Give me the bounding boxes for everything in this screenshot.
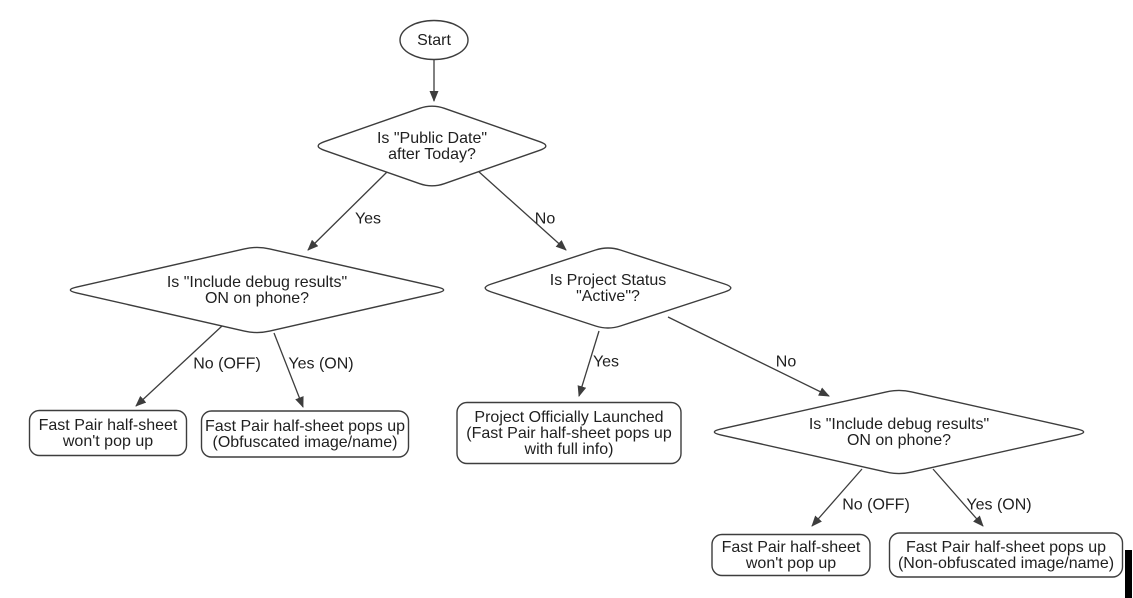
node-label-line: Fast Pair half-sheet pops up: [906, 539, 1106, 556]
node-label-line: (Obfuscated image/name): [213, 434, 398, 451]
edge-line-public-date-yes: [307, 169, 390, 251]
node-label-line: Is Project Status: [550, 272, 667, 289]
edge-label-debug-right-no: No (OFF): [842, 497, 910, 514]
node-shape-result-non-obfuscated: [888, 532, 1124, 578]
node-q-public-date: Is "Public Date"after Today?: [317, 105, 547, 187]
node-label-line: Is "Include debug results": [167, 274, 347, 291]
node-label-q-project-status: Is Project Status"Active"?: [550, 272, 667, 305]
node-shape-q-debug-left: [69, 246, 445, 334]
node-label-line: ON on phone?: [205, 290, 309, 307]
edge-label-debug-right-yes: Yes (ON): [966, 497, 1031, 514]
edge-label-debug-left-yes: Yes (ON): [288, 356, 353, 373]
edge-line-public-date-no: [477, 170, 567, 251]
node-result-non-obfuscated: Fast Pair half-sheet pops up(Non-obfusca…: [888, 532, 1124, 578]
edge-public-date-no: No: [477, 170, 567, 251]
node-label-line: "Active"?: [576, 288, 640, 305]
edge-line-project-status-yes: [577, 330, 600, 397]
node-label-line: Is "Include debug results": [809, 416, 989, 433]
edge-public-date-yes: Yes: [307, 169, 390, 251]
node-q-project-status: Is Project Status"Active"?: [484, 247, 732, 329]
edge-debug-right-no: No (OFF): [811, 468, 910, 527]
node-start: Start: [399, 19, 469, 61]
node-label-result-obfuscated: Fast Pair half-sheet pops up(Obfuscated …: [205, 418, 405, 451]
node-shape-start: [399, 19, 469, 61]
edge-debug-right-yes: Yes (ON): [932, 468, 1032, 527]
node-label-line: with full info): [524, 441, 614, 458]
node-label-line: ON on phone?: [847, 432, 951, 449]
node-result-launched: Project Officially Launched(Fast Pair ha…: [456, 401, 682, 465]
node-label-q-debug-right: Is "Include debug results"ON on phone?: [809, 416, 989, 449]
edge-label-project-status-yes: Yes: [593, 354, 619, 371]
node-label-result-non-obfuscated: Fast Pair half-sheet pops up(Non-obfusca…: [898, 539, 1114, 572]
node-label-line: Start: [417, 32, 451, 49]
node-shape-result-wont-popup-right: [711, 533, 871, 577]
node-label-line: Fast Pair half-sheet: [722, 539, 861, 556]
edge-label-project-status-no: No: [776, 354, 797, 371]
edge-line-debug-right-yes: [932, 468, 984, 527]
node-label-q-public-date: Is "Public Date"after Today?: [377, 130, 487, 163]
edge-line-debug-left-yes: [273, 332, 304, 408]
node-result-obfuscated: Fast Pair half-sheet pops up(Obfuscated …: [200, 410, 410, 458]
node-q-debug-left: Is "Include debug results"ON on phone?: [69, 246, 445, 334]
node-label-line: Project Officially Launched: [474, 409, 663, 426]
edge-label-public-date-yes: Yes: [355, 211, 381, 228]
edge-debug-left-yes: Yes (ON): [273, 332, 354, 408]
node-shape-result-obfuscated: [200, 410, 410, 458]
node-label-line: Fast Pair half-sheet: [39, 417, 178, 434]
node-shape-q-project-status: [484, 247, 732, 329]
edge-project-status-no: No: [667, 316, 830, 397]
edge-line-debug-left-no: [135, 325, 223, 407]
node-label-start: Start: [417, 32, 451, 49]
node-label-line: Fast Pair half-sheet pops up: [205, 418, 405, 435]
text-cursor-bar: [1125, 550, 1132, 598]
edge-debug-left-no: No (OFF): [135, 325, 261, 407]
edge-line-project-status-no: [667, 316, 830, 397]
node-label-line: (Fast Pair half-sheet pops up: [466, 425, 672, 442]
node-label-line: Is "Public Date": [377, 130, 487, 147]
edge-line-debug-right-no: [811, 468, 863, 527]
node-label-line: won't pop up: [62, 433, 153, 450]
node-label-q-debug-left: Is "Include debug results"ON on phone?: [167, 274, 347, 307]
edge-label-public-date-no: No: [535, 211, 556, 228]
node-label-line: won't pop up: [745, 555, 836, 572]
node-label-line: (Non-obfuscated image/name): [898, 555, 1114, 572]
node-shape-q-debug-right: [713, 389, 1085, 475]
node-label-line: after Today?: [388, 146, 476, 163]
node-q-debug-right: Is "Include debug results"ON on phone?: [713, 389, 1085, 475]
node-label-result-launched: Project Officially Launched(Fast Pair ha…: [466, 409, 672, 458]
edge-project-status-yes: Yes: [577, 330, 619, 397]
node-shape-q-public-date: [317, 105, 547, 187]
node-shape-result-launched: [456, 401, 682, 465]
flowchart-nodes: Start Is "Public Date"after Today? Is "Inc…: [28, 19, 1124, 578]
node-shape-result-wont-popup-left: [28, 409, 188, 457]
edge-label-debug-left-no: No (OFF): [193, 356, 261, 373]
